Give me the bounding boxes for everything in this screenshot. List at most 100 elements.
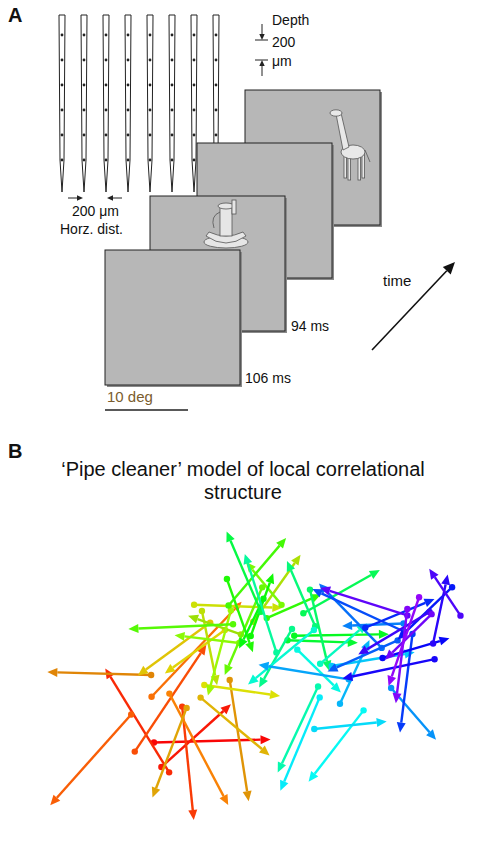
recording-site <box>171 84 174 87</box>
vector-line <box>184 636 239 643</box>
correlation-vector <box>259 662 352 683</box>
correlation-vector <box>244 554 280 656</box>
scale-bar <box>105 409 188 411</box>
correlation-vector <box>328 637 401 671</box>
vector-origin <box>166 769 172 775</box>
recording-site <box>105 84 108 87</box>
vector-line <box>284 697 319 781</box>
recording-site <box>83 84 86 87</box>
vector-line-head <box>206 685 215 696</box>
vector-origin <box>278 602 284 608</box>
vector-origin <box>227 677 233 683</box>
vector-line-head <box>278 762 286 773</box>
recording-site <box>193 134 196 137</box>
recording-site <box>193 109 196 112</box>
recording-site <box>171 159 174 162</box>
vector-origin <box>360 707 366 713</box>
recording-site <box>149 159 152 162</box>
dimension-tick <box>255 40 268 41</box>
probe-shank <box>147 15 153 192</box>
vector-line <box>231 541 261 612</box>
vector-origin <box>337 701 343 707</box>
vector-origin <box>300 610 306 616</box>
vector-line-head <box>259 662 270 671</box>
correlation-vector <box>311 718 387 732</box>
recording-site <box>83 34 86 37</box>
time-arrow-head <box>443 262 455 274</box>
panel-letter: B <box>8 440 22 463</box>
vector-line <box>288 640 348 642</box>
dimension-arrow-head <box>259 34 264 40</box>
recording-site <box>61 84 64 87</box>
recording-site <box>149 59 152 62</box>
vector-line <box>367 612 430 649</box>
correlation-vector <box>379 637 449 661</box>
probe-shank <box>191 15 197 192</box>
vector-origin <box>416 594 422 600</box>
correlation-vector <box>393 606 411 703</box>
vector-line-head <box>47 668 57 677</box>
recording-site <box>61 109 64 112</box>
dimension-value: 200 <box>272 34 295 50</box>
vector-line-head <box>385 649 395 659</box>
correlation-vector <box>278 683 322 772</box>
vector-line-head <box>276 538 286 549</box>
vector-line-head <box>50 795 60 805</box>
vector-line-head <box>270 690 281 699</box>
recording-site <box>171 134 174 137</box>
vector-origin <box>404 606 410 612</box>
correlation-vector <box>227 677 252 801</box>
vector-line-head <box>358 646 369 655</box>
recording-site <box>105 134 108 137</box>
correlation-vector <box>148 602 241 700</box>
vector-line <box>110 677 169 772</box>
vector-origin <box>148 694 154 700</box>
correlation-vector <box>246 562 285 608</box>
vector-origin <box>183 705 189 711</box>
recording-site <box>149 84 152 87</box>
correlation-vector <box>280 694 323 790</box>
vector-line-head <box>188 810 197 820</box>
recording-site <box>215 59 218 62</box>
correlation-vector <box>47 668 154 678</box>
vector-origin <box>128 711 134 717</box>
vector-origin <box>317 661 323 667</box>
vector-line-head <box>342 672 353 681</box>
vector-origin <box>457 612 463 618</box>
vector-line <box>156 708 187 788</box>
vector-line <box>57 714 131 797</box>
correlation-vector <box>201 682 280 699</box>
vector-line <box>211 610 231 685</box>
dimension-tick <box>255 60 268 61</box>
vector-line-head <box>426 729 436 740</box>
panel-title: ‘Pipe cleaner’ model of local correlatio… <box>48 458 438 504</box>
dimension-label: Depth <box>272 12 309 28</box>
correlation-vector <box>287 561 319 629</box>
vector-line-head <box>248 675 259 685</box>
vector-origin <box>431 656 437 662</box>
vector-origin <box>148 672 154 678</box>
vector-origin <box>273 649 279 655</box>
vector-line <box>392 597 419 676</box>
vector-origin <box>260 596 266 602</box>
vector-line-head <box>128 624 138 633</box>
vector-line-head <box>309 771 319 782</box>
vector-line <box>248 563 277 652</box>
correlation-vector <box>206 607 234 695</box>
recording-site <box>149 134 152 137</box>
vector-line-head <box>280 780 288 791</box>
recording-site <box>193 59 196 62</box>
vector-line <box>291 570 315 626</box>
vector-line-head <box>165 664 176 674</box>
correlation-vector <box>312 589 407 635</box>
recording-site <box>105 59 108 62</box>
vector-line-head <box>441 575 450 586</box>
vector-origin <box>224 576 230 582</box>
vector-origin <box>197 694 203 700</box>
vector-origin <box>294 646 300 652</box>
vector-line-head <box>320 587 331 596</box>
vector-line <box>310 590 327 662</box>
giraffe-object <box>330 110 370 180</box>
dimension-label: Horz. dist. <box>60 221 123 237</box>
